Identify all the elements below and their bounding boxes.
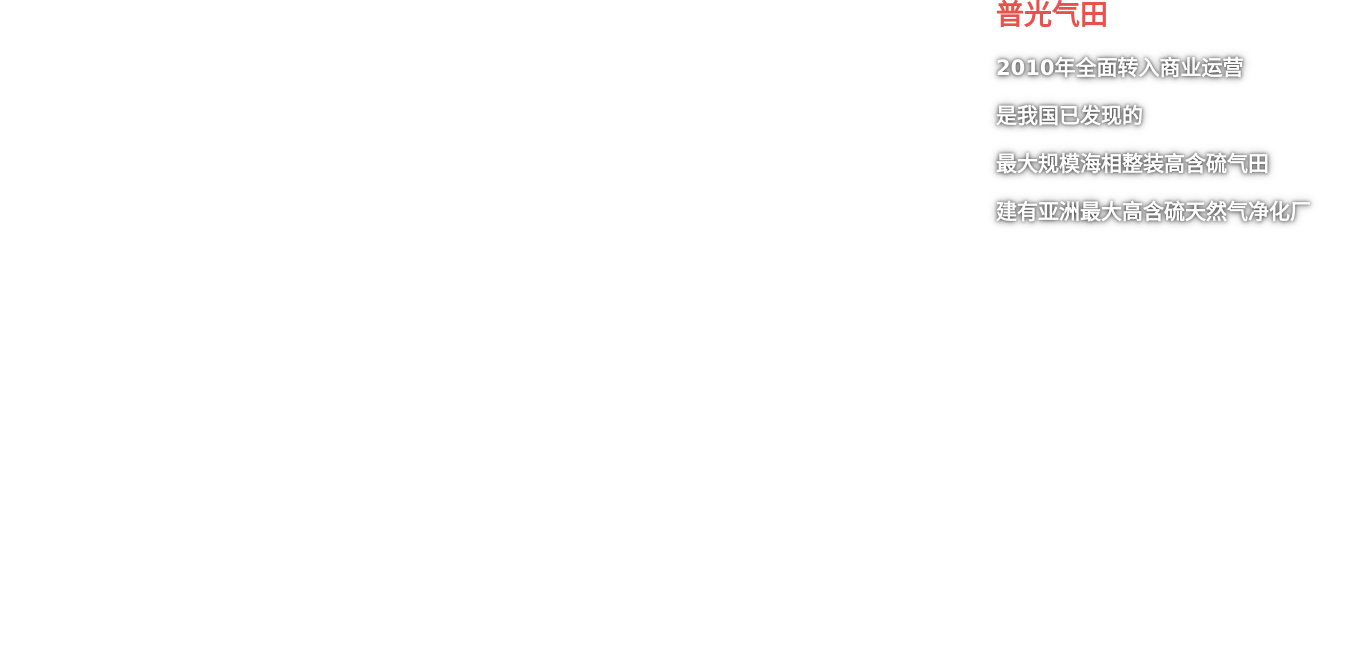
gas-field-title: 普光气田 — [996, 0, 1109, 31]
gas-field-info-panel: 普光气田 2010年全面转入商业运营 是我国已发现的 最大规模海相整装高含硫气田… — [996, 0, 1366, 236]
info-line-largest-gas-field: 最大规模海相整装高含硫气田 — [996, 152, 1269, 176]
info-lines: 2010年全面转入商业运营 是我国已发现的 最大规模海相整装高含硫气田 建有亚洲… — [996, 44, 1366, 236]
info-line-discovered: 是我国已发现的 — [996, 104, 1143, 128]
info-line-purification-plant: 建有亚洲最大高含硫天然气净化厂 — [996, 200, 1311, 224]
info-line-commercial-operation: 2010年全面转入商业运营 — [996, 56, 1244, 80]
